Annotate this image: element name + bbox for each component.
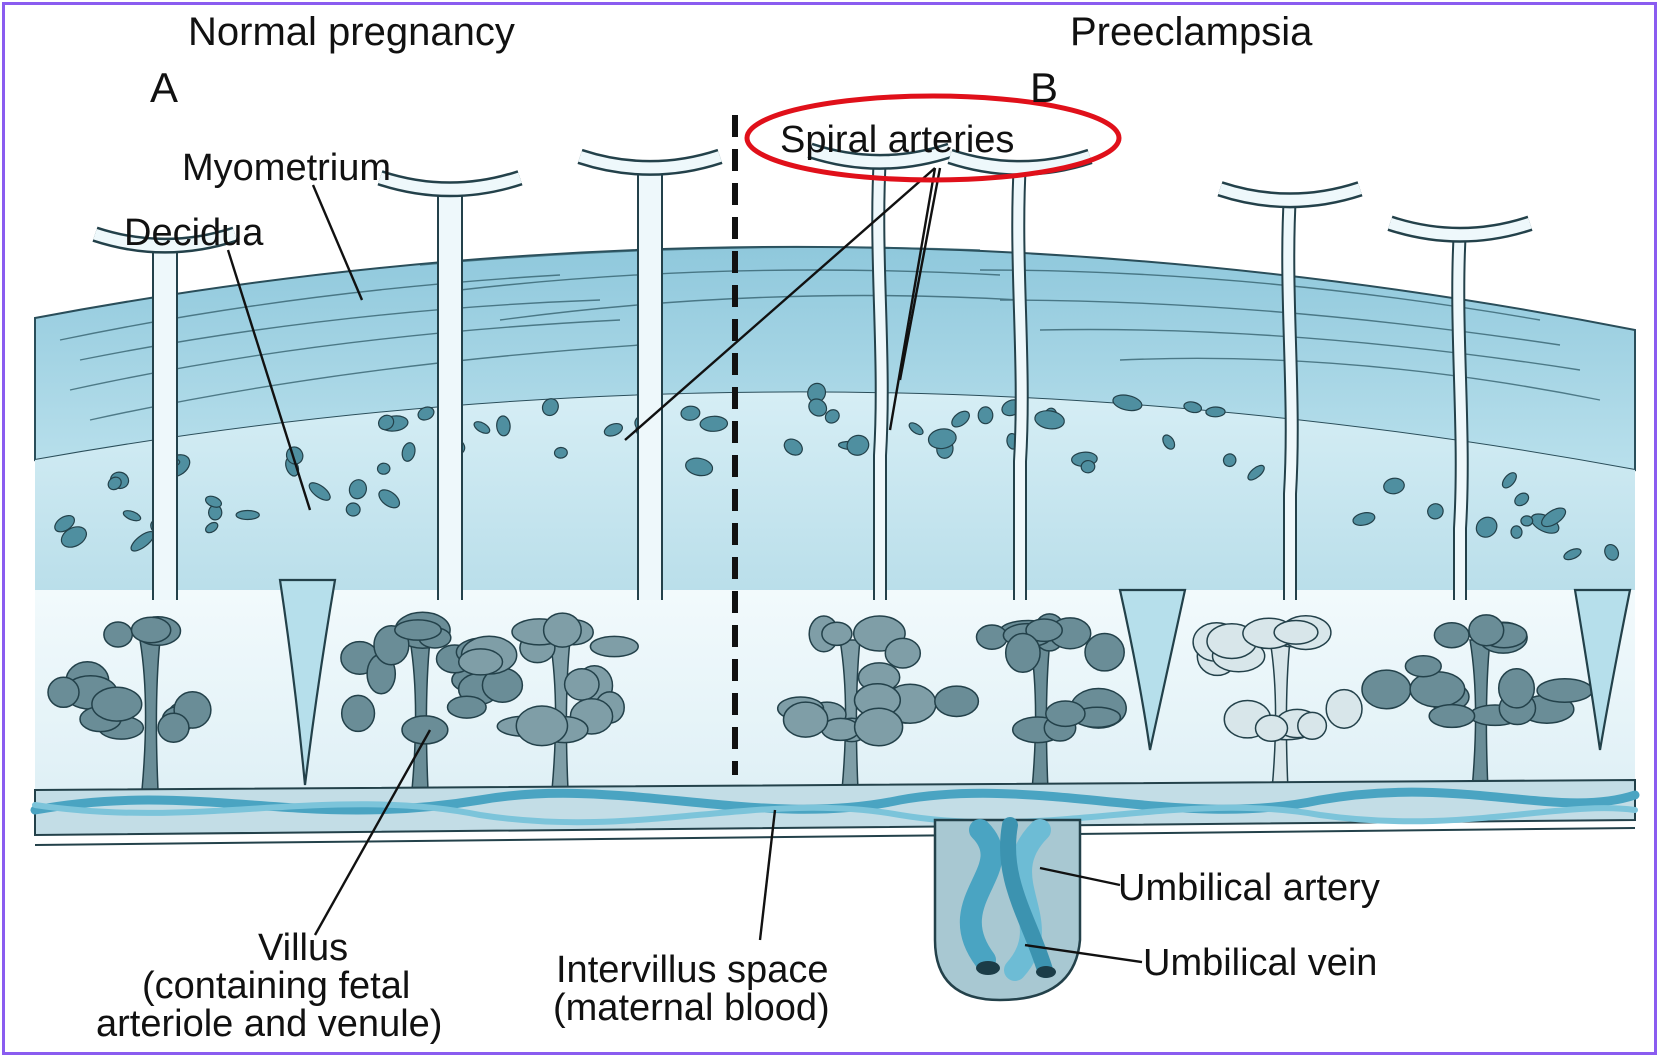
label-myometrium: Myometrium: [182, 147, 391, 189]
chorionic-plate: [35, 780, 1635, 845]
decidual-cell: [1206, 407, 1225, 417]
label-villus-2: (containing fetal: [142, 965, 410, 1007]
decidual-cell: [978, 407, 993, 424]
panel-label-a: A: [150, 64, 178, 111]
label-intervillus-2: (maternal blood): [553, 987, 830, 1029]
label-umbilical-artery: Umbilical artery: [1118, 867, 1380, 909]
label-decidua: Decidua: [124, 212, 264, 254]
label-intervillus-1: Intervillus space: [556, 949, 828, 991]
label-spiral-arteries: Spiral arteries: [780, 119, 1014, 161]
heading-normal-pregnancy: Normal pregnancy: [188, 10, 515, 54]
heading-preeclampsia: Preeclampsia: [1070, 10, 1313, 54]
decidual-cell: [1511, 526, 1523, 539]
panel-label-b: B: [1030, 64, 1058, 111]
label-villus-3: arteriole and venule): [96, 1003, 442, 1045]
umbilical-cord: [935, 820, 1080, 1000]
label-umbilical-vein: Umbilical vein: [1143, 942, 1377, 984]
decidual-cell: [236, 511, 259, 520]
decidual-cell: [554, 447, 568, 458]
decidual-cell: [346, 503, 361, 517]
decidual-cell: [377, 463, 390, 475]
decidual-cell: [1521, 516, 1533, 526]
decidual-cell: [700, 416, 728, 432]
label-villus-1: Villus: [258, 927, 348, 969]
